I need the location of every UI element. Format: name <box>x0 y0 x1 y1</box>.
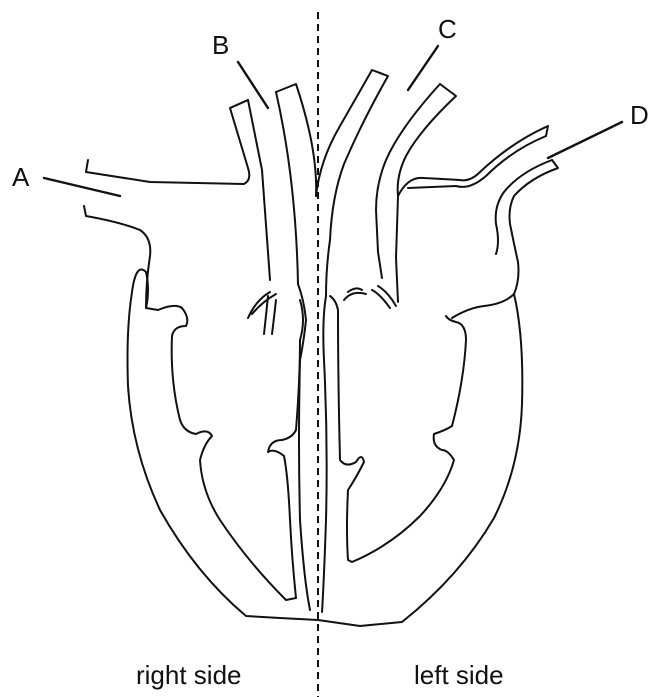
left-chambers <box>330 286 466 562</box>
label-c: C <box>438 14 457 44</box>
label-b: B <box>212 30 229 60</box>
label-d-leader <box>548 122 622 158</box>
label-c-leader <box>408 46 438 90</box>
label-d: D <box>630 100 649 130</box>
label-a-leader <box>44 178 120 196</box>
caption-left-side: left side <box>414 660 504 690</box>
right-chambers <box>172 292 303 600</box>
caption-right-side: right side <box>136 660 242 690</box>
label-b-leader <box>238 62 268 108</box>
label-a: A <box>12 162 30 192</box>
vessel-a <box>84 100 270 310</box>
vessel-b <box>276 84 316 284</box>
vessel-d <box>398 126 558 318</box>
